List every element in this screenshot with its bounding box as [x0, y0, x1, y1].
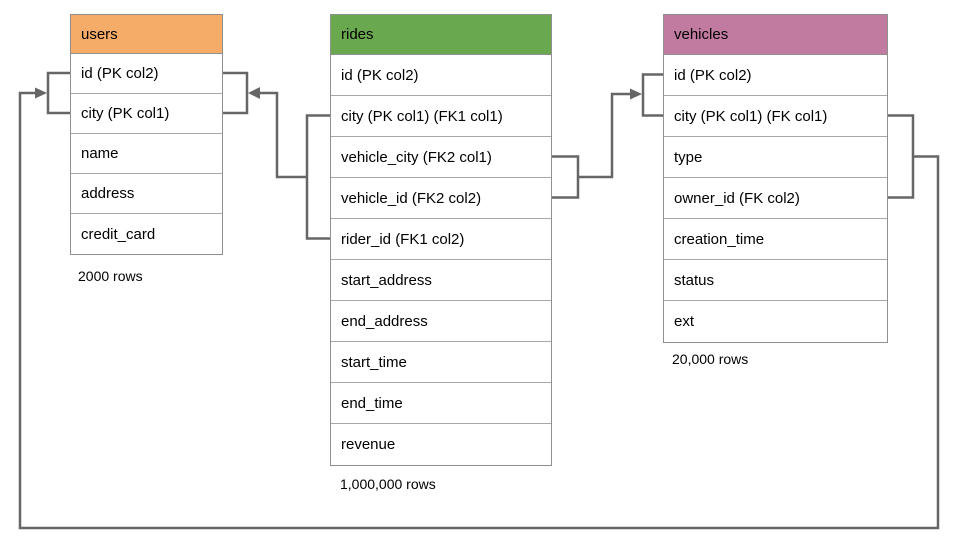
table-rides: rides id (PK col2) city (PK col1) (FK1 c…	[330, 14, 552, 466]
table-vehicles-header: vehicles	[664, 15, 887, 55]
rides-fk1-to-users-line	[259, 91, 307, 179]
table-row: name	[71, 134, 222, 174]
table-row: rider_id (FK1 col2)	[331, 219, 551, 260]
table-row: credit_card	[71, 214, 222, 254]
table-row: end_address	[331, 301, 551, 342]
table-row: id (PK col2)	[331, 55, 551, 96]
arrowhead-rides-to-vehicles	[630, 88, 642, 100]
rides-fk1-bracket	[305, 114, 330, 240]
table-row: start_address	[331, 260, 551, 301]
vehicles-fk-bracket	[888, 114, 915, 199]
table-row: vehicle_city (FK2 col1)	[331, 137, 551, 178]
rides-row-count: 1,000,000 rows	[340, 476, 436, 492]
table-rides-header: rides	[331, 15, 551, 55]
table-row: id (PK col2)	[71, 54, 222, 94]
vehicles-row-count: 20,000 rows	[672, 351, 749, 367]
table-row: vehicle_id (FK2 col2)	[331, 178, 551, 219]
vehicles-pk-left-bracket	[641, 73, 663, 117]
table-row: owner_id (FK col2)	[664, 178, 887, 219]
rides-fk2-bracket	[552, 155, 580, 199]
table-row: ext	[664, 301, 887, 342]
table-row: id (PK col2)	[664, 55, 887, 96]
table-vehicles: vehicles id (PK col2) city (PK col1) (FK…	[663, 14, 888, 343]
table-row: type	[664, 137, 887, 178]
table-row: end_time	[331, 383, 551, 424]
table-row: status	[664, 260, 887, 301]
users-row-count: 2000 rows	[78, 268, 143, 284]
table-row: city (PK col1)	[71, 94, 222, 134]
users-pk-right-bracket	[223, 71, 249, 115]
table-row: city (PK col1) (FK1 col1)	[331, 96, 551, 137]
table-row: city (PK col1) (FK col1)	[664, 96, 887, 137]
table-users: users id (PK col2) city (PK col1) name a…	[70, 14, 223, 255]
table-row: revenue	[331, 424, 551, 465]
table-users-header: users	[71, 15, 222, 54]
users-pk-left-bracket	[46, 71, 70, 115]
table-row: start_time	[331, 342, 551, 383]
table-row: creation_time	[664, 219, 887, 260]
arrowhead-vehicles-to-users	[35, 87, 47, 99]
table-row: address	[71, 174, 222, 214]
arrowhead-rides-to-users	[248, 87, 260, 99]
rides-fk2-to-vehicles-line	[578, 92, 630, 179]
